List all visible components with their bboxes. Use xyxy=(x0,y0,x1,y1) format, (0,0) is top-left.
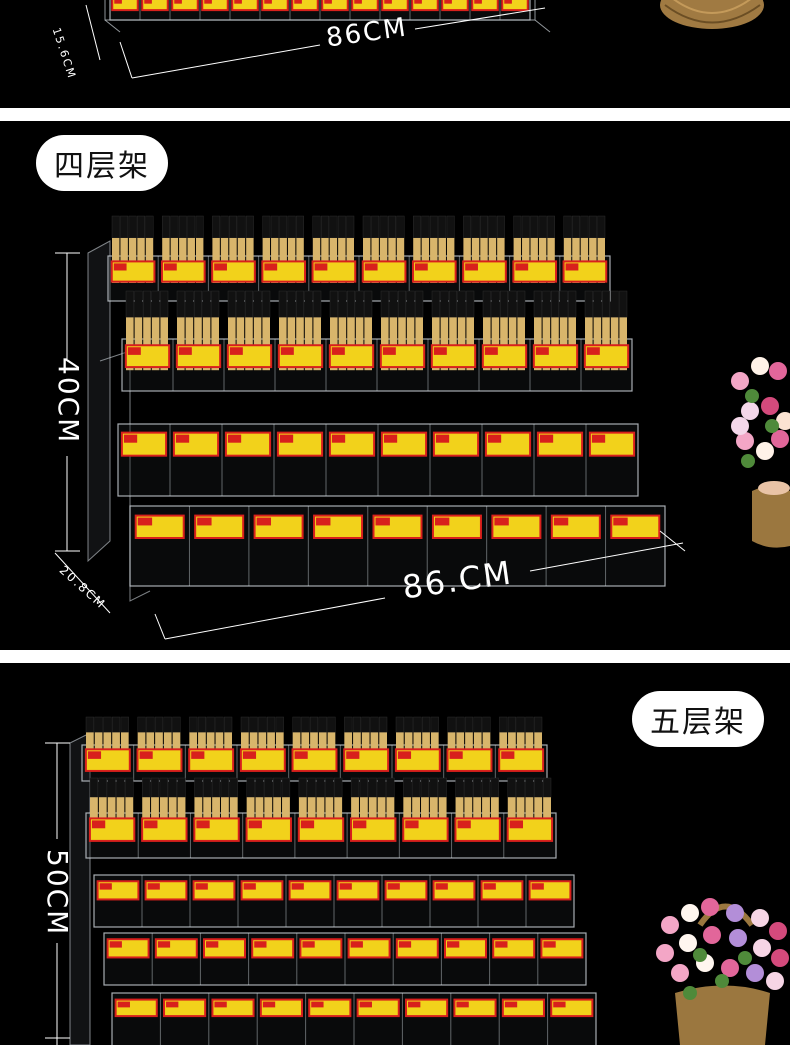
price-tag xyxy=(291,0,319,12)
price-tag xyxy=(111,0,139,12)
tier-title-four: 四层架 xyxy=(36,135,168,191)
price-tag xyxy=(411,0,439,12)
dimension-lines-four xyxy=(54,252,686,640)
rack-tier xyxy=(129,505,666,587)
price-tag xyxy=(261,0,289,12)
price-tag xyxy=(141,0,169,12)
price-tag xyxy=(441,0,469,12)
price-tag xyxy=(501,0,529,12)
price-tag xyxy=(471,0,499,12)
rack-illustration-five-tier xyxy=(45,716,789,1045)
rack-tier xyxy=(103,932,587,986)
price-tag xyxy=(201,0,229,12)
dimension-lines-five xyxy=(45,742,70,1045)
rack-tier xyxy=(111,992,597,1045)
panel-four-tier: 四层架 40CM 86.CM 20.8CM xyxy=(0,121,790,650)
flower-basket-five xyxy=(656,898,789,1045)
tier-title-five: 五层架 xyxy=(632,691,764,747)
height-label-five: 50CM xyxy=(41,849,74,937)
flower-basket-top xyxy=(660,0,764,29)
panel-five-tier: 五层架 50CM xyxy=(0,663,790,1045)
price-tag xyxy=(381,0,409,12)
rack-tier xyxy=(117,423,639,497)
rack-tier xyxy=(93,874,575,928)
rack-tier xyxy=(109,0,531,21)
price-tag xyxy=(231,0,259,12)
rack-tier xyxy=(85,777,557,859)
height-label-four: 40CM xyxy=(52,357,85,445)
price-tag xyxy=(321,0,349,12)
price-tag xyxy=(351,0,379,12)
flower-basket-four xyxy=(731,357,790,548)
rack-tier xyxy=(107,215,611,302)
panel-three-tier: 86CM 15.6CM xyxy=(0,0,790,108)
rack-illustration-four-tier xyxy=(54,215,790,640)
rack-tier xyxy=(81,716,548,782)
price-tag xyxy=(171,0,199,12)
rack-illustration-top xyxy=(85,0,764,79)
rack-tier xyxy=(121,290,633,392)
